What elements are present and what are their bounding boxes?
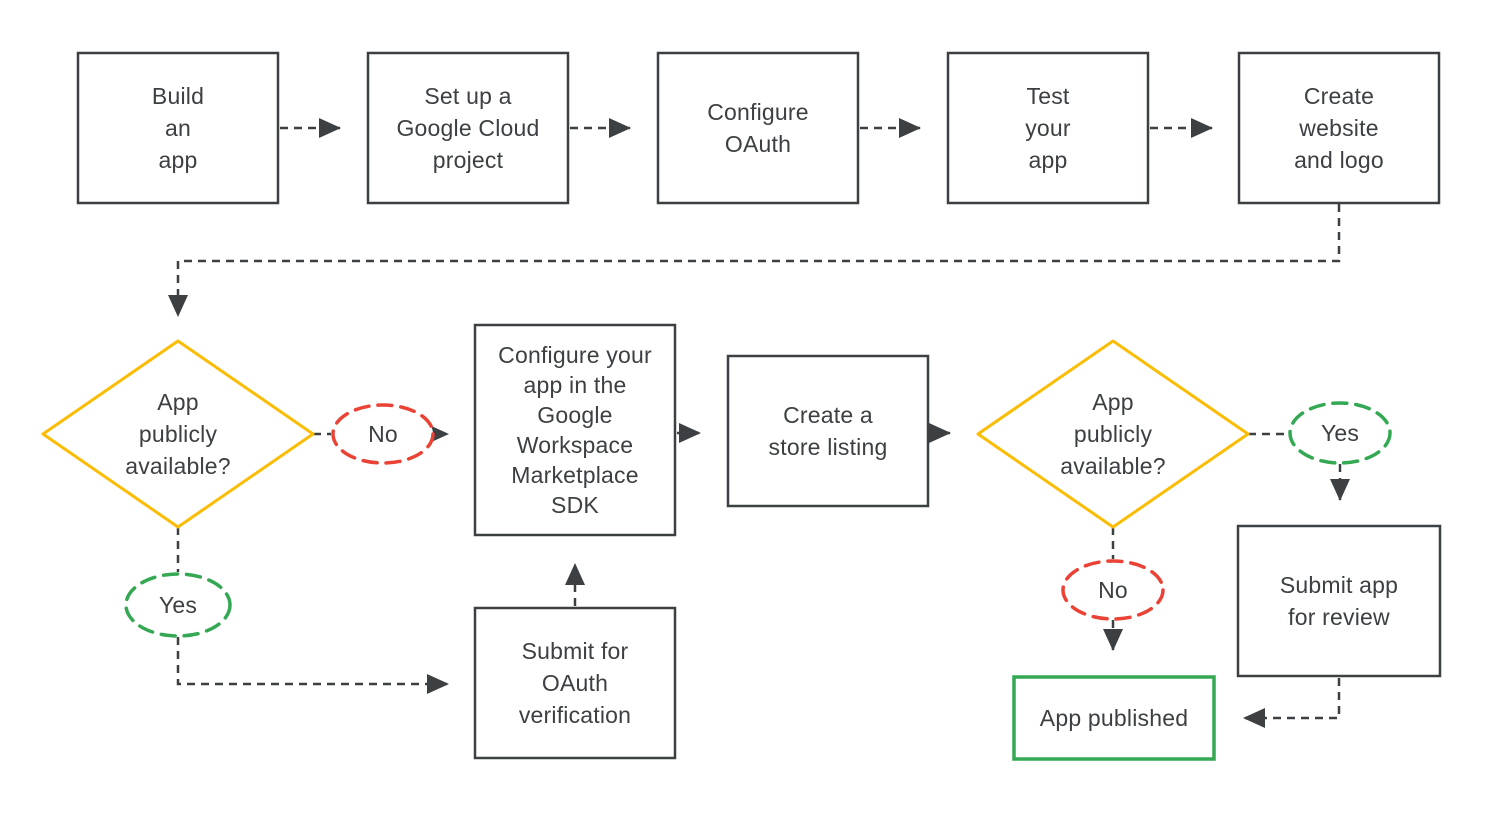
label-configure-oauth: Configure OAuth <box>707 99 809 157</box>
label-submit-oauth-verification: Submit for OAuth verification <box>518 638 632 728</box>
label-configure-marketplace-sdk: Configure your app in the Google Workspa… <box>498 342 652 518</box>
label-yes-left: Yes <box>158 592 198 618</box>
label-decision-left: App publicly available? <box>125 389 231 479</box>
label-submit-app-for-review: Submit app for review <box>1279 572 1399 630</box>
box-build-an-app <box>76 51 280 205</box>
box-submit-oauth-verification <box>473 606 677 760</box>
box-configure-marketplace-sdk <box>473 323 677 537</box>
label-decision-right: App publicly available? <box>1060 389 1166 479</box>
box-setup-gcp-project <box>366 51 570 205</box>
connector-yes-to-submit-oauth <box>176 637 449 694</box>
label-no-right: No <box>1098 577 1128 603</box>
label-yes-right: Yes <box>1320 420 1360 446</box>
label-setup-gcp-project: Set up a Google Cloud project <box>396 83 540 173</box>
box-app-published <box>1012 675 1216 761</box>
diamond-decision-right <box>976 339 1250 529</box>
box-create-store-listing <box>726 354 930 508</box>
label-no-left: No <box>368 421 398 447</box>
label-test-your-app: Test your app <box>1025 83 1071 173</box>
ellipse-yes-left <box>124 572 232 638</box>
box-configure-oauth <box>656 51 860 205</box>
box-submit-app-for-review <box>1236 524 1442 678</box>
ellipse-no-right <box>1061 559 1165 621</box>
box-test-your-app <box>946 51 1150 205</box>
label-app-published: App published <box>1039 705 1189 731</box>
label-create-store-listing: Create a store listing <box>768 402 888 460</box>
ellipse-no-left <box>331 403 435 465</box>
diamond-decision-left <box>41 339 315 529</box>
label-build-an-app: Build an app <box>151 83 205 173</box>
connector-website-to-decision-left <box>168 204 1341 317</box>
connector-submit-review-to-published <box>1243 678 1341 728</box>
box-create-website-logo <box>1237 51 1441 205</box>
label-create-website-logo: Create website and logo <box>1294 83 1384 173</box>
ellipse-yes-right <box>1288 401 1392 465</box>
